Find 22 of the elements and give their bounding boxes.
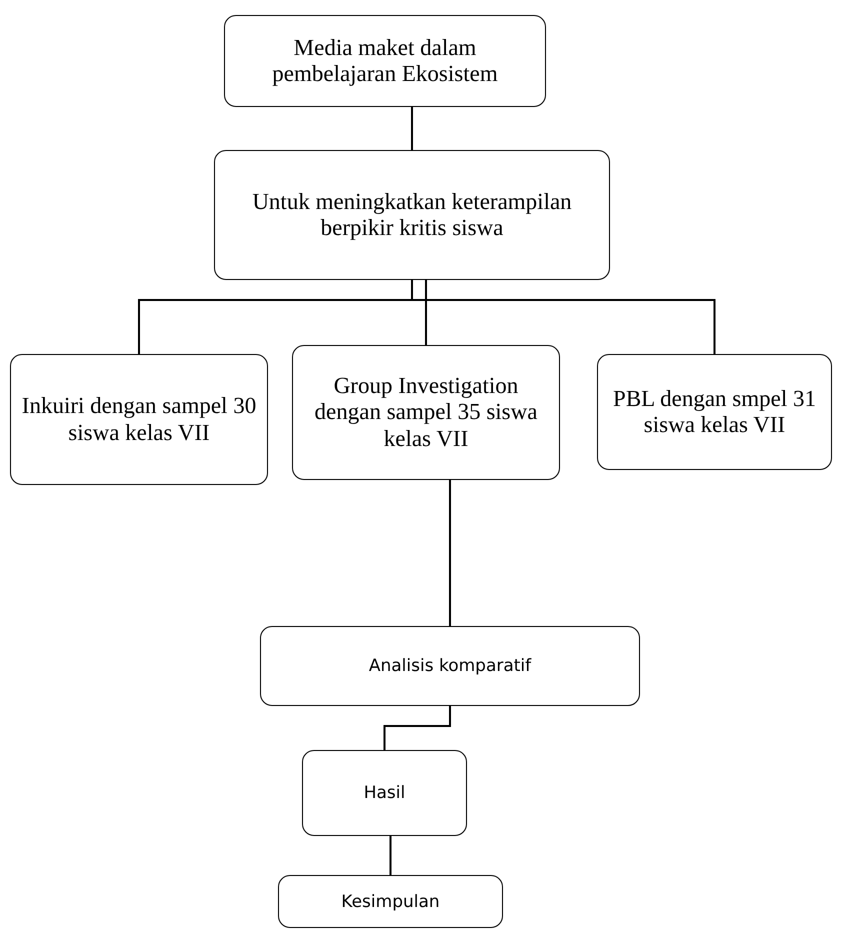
box-text: Untuk meningkatkan keterampilan berpikir kritis siswa	[251, 188, 573, 242]
connector-line	[390, 836, 392, 875]
process-box	[260, 626, 640, 706]
process-box	[302, 750, 467, 836]
box-text: Analisis komparatif	[368, 656, 532, 676]
box-text: Inkuiri dengan sampel 30 siswa kelas VII	[20, 393, 258, 446]
box-text: PBL dengan smpel 31 siswa kelas VII	[612, 386, 817, 438]
process-box	[224, 15, 546, 107]
connector-line	[411, 107, 413, 150]
box-text: Media maket dalam pembelajaran Ekosistem	[271, 34, 499, 88]
process-box	[292, 345, 560, 480]
box-text: Kesimpulan	[341, 892, 440, 912]
process-box	[278, 875, 503, 928]
connector-line	[384, 706, 451, 750]
connector-line	[425, 280, 427, 345]
box-text: Hasil	[364, 783, 406, 803]
connector-line	[449, 480, 451, 626]
box-text: Group Investigation dengan sampel 35 siswa kelas VII	[314, 372, 538, 452]
connector-line	[411, 280, 716, 354]
process-box	[597, 354, 832, 470]
process-box	[10, 354, 268, 485]
process-box	[214, 150, 610, 280]
